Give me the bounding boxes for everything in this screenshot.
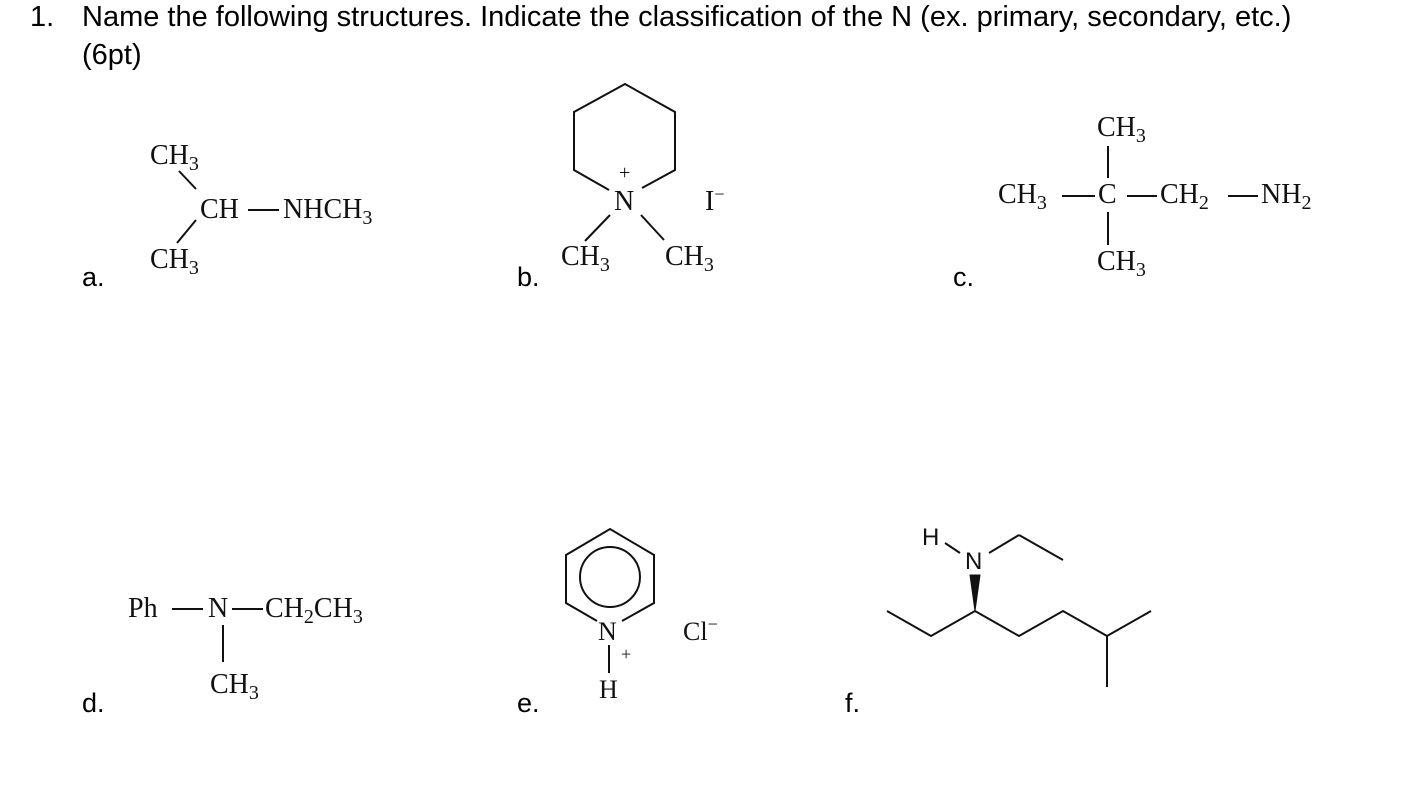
e-nitrogen: N — [598, 617, 617, 646]
question-number: 1. — [30, 1, 55, 33]
label-f: f. — [845, 688, 861, 718]
d-ethyl: CH2CH3 — [265, 593, 363, 628]
label-c: c. — [953, 262, 975, 292]
question-points: (6pt) — [82, 39, 142, 71]
label-a: a. — [82, 262, 105, 292]
question-text: Name the following structures. Indicate … — [82, 1, 1292, 33]
a-nhch3: NHCH3 — [283, 194, 373, 229]
d-phenyl: Ph — [128, 593, 158, 624]
a-methyl-bottom: CH3 — [150, 244, 199, 279]
a-methine: CH — [200, 194, 239, 225]
label-d: d. — [82, 688, 105, 718]
label-e: e. — [517, 688, 540, 718]
c-methylene: CH2 — [1160, 179, 1209, 214]
c-amino: NH2 — [1261, 179, 1312, 214]
b-nitrogen: N — [614, 186, 635, 217]
c-methyl-left: CH3 — [998, 179, 1047, 214]
a-methyl-top: CH3 — [150, 140, 199, 175]
structure-f-bonds — [886, 534, 1152, 687]
e-plus-charge: + — [621, 644, 632, 664]
b-methyl-right: CH3 — [665, 241, 714, 276]
structure-e-bonds — [565, 527, 655, 673]
d-nitrogen: N — [208, 593, 229, 624]
e-hydrogen: H — [599, 675, 618, 704]
b-plus-charge: + — [619, 162, 631, 184]
b-methyl-left: CH3 — [561, 241, 610, 276]
c-methyl-bottom: CH3 — [1097, 246, 1146, 281]
d-methyl: CH3 — [210, 669, 259, 704]
f-hydrogen: H — [922, 524, 940, 551]
f-nitrogen: N — [965, 548, 983, 575]
c-quaternary-carbon: C — [1098, 179, 1117, 210]
label-b: b. — [517, 262, 540, 292]
b-counterion: I− — [705, 184, 725, 217]
e-counterion: Cl− — [683, 614, 718, 646]
c-methyl-top: CH3 — [1097, 112, 1146, 147]
